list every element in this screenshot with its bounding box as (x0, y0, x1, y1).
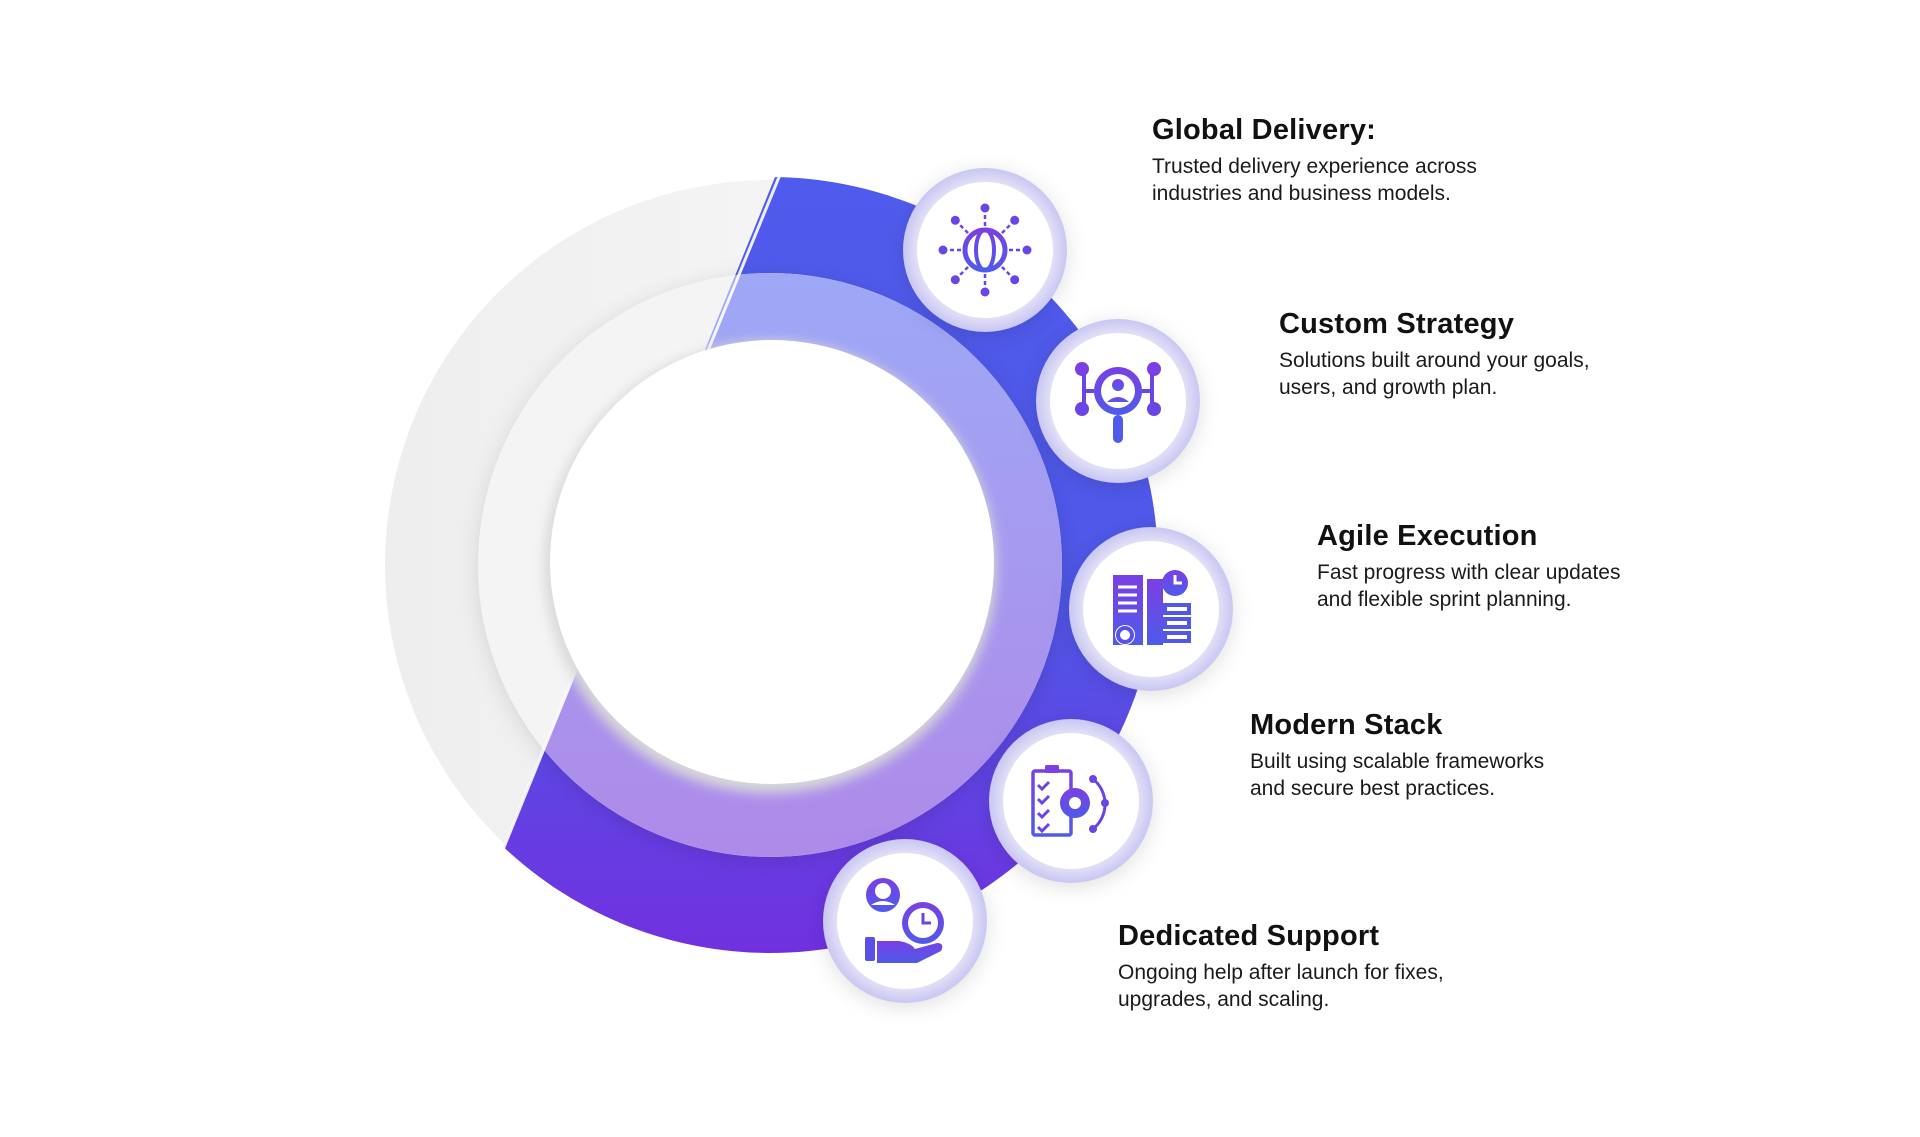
documents-clock-gear-icon (1113, 570, 1191, 645)
description-line: users, and growth plan. (1279, 376, 1498, 399)
description-line: upgrades, and scaling. (1118, 988, 1330, 1011)
feature-description: Fast progress with clear updates and flex… (1317, 559, 1757, 613)
icon-badge-3 (1069, 527, 1233, 691)
description-line: and flexible sprint planning. (1317, 588, 1572, 611)
feature-title: Agile Execution (1317, 520, 1538, 552)
description-line: Ongoing help after launch for fixes, (1118, 961, 1444, 984)
description-line: Fast progress with clear updates (1317, 561, 1621, 584)
hand-user-clock-icon (865, 878, 944, 963)
clipboard-gear-icon (1031, 765, 1109, 837)
icon-badge-4 (989, 719, 1153, 883)
description-line: and secure best practices. (1250, 777, 1496, 800)
icon-badge-1 (903, 168, 1067, 332)
feature-description: Trusted delivery experience across indust… (1152, 153, 1592, 207)
cut-line-top (698, 159, 788, 371)
description-line: Solutions built around your goals, (1279, 349, 1590, 372)
icon-badge-2 (1036, 319, 1200, 483)
feature-title: Dedicated Support (1118, 920, 1380, 952)
feature-description: Ongoing help after launch for fixes, upgr… (1118, 959, 1558, 1013)
feature-title: Global Delivery: (1152, 114, 1376, 146)
description-line: industries and business models. (1152, 182, 1451, 205)
feature-description: Solutions built around your goals, users,… (1279, 347, 1719, 401)
icon-badge-5 (823, 839, 987, 1003)
globe-network-icon (938, 203, 1032, 297)
feature-description: Built using scalable frameworks and secur… (1250, 748, 1690, 802)
user-search-network-icon (1075, 362, 1161, 443)
feature-title: Custom Strategy (1279, 308, 1515, 340)
feature-title: Modern Stack (1250, 709, 1443, 741)
feature-item-1: Global Delivery: Trusted delivery experie… (1152, 113, 1592, 207)
description-line: Trusted delivery experience across (1152, 155, 1477, 178)
inner-circle (550, 340, 994, 784)
cut-line-bottom (500, 659, 582, 853)
description-line: Built using scalable frameworks (1250, 750, 1545, 773)
